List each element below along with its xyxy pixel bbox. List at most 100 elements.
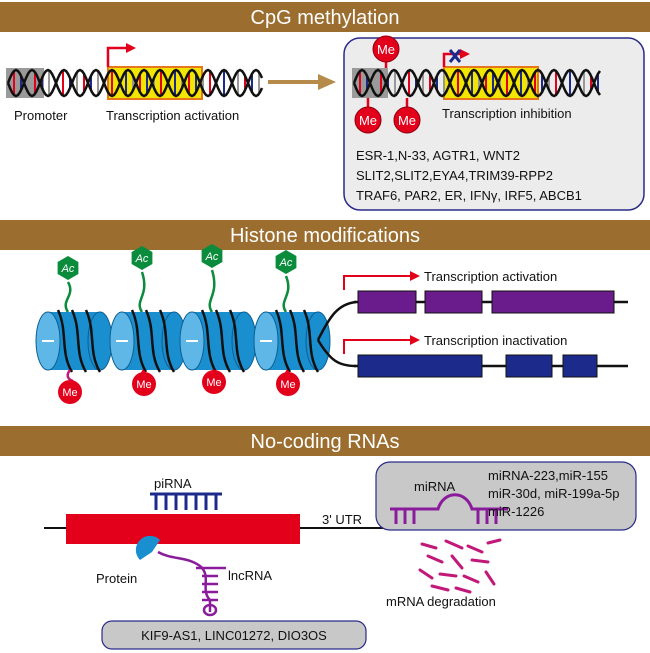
histone-activation-label: Transcription activation <box>424 269 557 284</box>
mrna-fragment <box>462 574 480 584</box>
ncrna-title: No-coding RNAs <box>251 431 400 453</box>
methyl-group-top: Me <box>372 35 400 68</box>
inactivation-arrowhead <box>410 335 420 345</box>
acetyl-group <box>131 246 153 270</box>
methyl-label: Me <box>280 379 295 391</box>
mirna-panel <box>375 461 637 531</box>
mrna-fragment <box>486 538 502 545</box>
dna-wrap <box>70 309 88 373</box>
inactivation-arrow <box>343 339 410 354</box>
acetyl-label: Ac <box>205 251 219 263</box>
active-exon-1 <box>357 290 417 314</box>
methyl-label: Me <box>398 113 416 128</box>
methylation-panel <box>343 37 645 211</box>
lncrna-structure <box>157 550 226 617</box>
inactive-exon-2 <box>505 354 553 378</box>
chromatin-branch-upper <box>316 300 357 341</box>
helix-backbone <box>352 68 602 98</box>
gene-list-line-1: ESR-1,N-33, AGTR1, WNT2 <box>356 148 520 163</box>
methyl-group <box>132 372 156 396</box>
mrna-fragment <box>470 558 490 564</box>
mrna-fragment <box>420 542 438 550</box>
mrna-fragment <box>484 570 496 586</box>
mrna-fragment <box>444 539 464 550</box>
dna-wrap <box>228 309 246 373</box>
inhibition-cross-icon <box>448 49 462 63</box>
mrna-fragment <box>438 572 458 578</box>
acetyl-group <box>275 250 297 274</box>
left-tss-arrow <box>106 46 126 67</box>
mrna-fragment <box>450 554 464 570</box>
left-dna-helix <box>6 68 264 98</box>
right-dna-strand <box>352 66 602 100</box>
pirna-comb <box>150 492 222 510</box>
transform-arrow-head <box>318 74 336 90</box>
dna-wrap <box>84 309 102 373</box>
histone-title: Histone modifications <box>230 225 420 247</box>
activation-arrowhead <box>410 271 420 281</box>
methyl-group <box>276 372 300 396</box>
acetyl-label: Ac <box>279 257 293 269</box>
mirna-hairpin <box>390 493 508 524</box>
cpg-header-band <box>0 2 650 32</box>
active-exon-2 <box>424 290 483 314</box>
helix-backbone <box>352 68 602 98</box>
acetyl-label: Ac <box>135 253 149 265</box>
histone-tail <box>138 271 146 313</box>
mirna-list-line-1: miRNA-223,miR-155 <box>488 468 608 483</box>
acetyl-label: Ac <box>61 263 75 275</box>
mrna-fragment <box>430 584 450 592</box>
histone-tail <box>282 275 290 313</box>
dna-wrap <box>288 309 306 373</box>
methyl-label: Me <box>62 387 77 399</box>
left-activation-label: Transcription activation <box>106 108 239 123</box>
gene-list-line-3: TRAF6, PAR2, ER, IFNγ, IRF5, ABCB1 <box>356 188 582 203</box>
mrna-fragments <box>418 538 502 594</box>
right-dna-helix <box>352 68 602 98</box>
protein-shape <box>135 535 160 560</box>
dna-wrap <box>200 309 218 373</box>
dna-wrap <box>158 309 176 373</box>
active-exon-3 <box>491 290 615 314</box>
mirna-label: miRNA <box>414 479 455 494</box>
lncrna-list: KIF9-AS1, LINC01272, DIO3OS <box>141 628 327 643</box>
right-tss-arrowhead <box>460 49 470 59</box>
dna-wrap <box>302 309 320 373</box>
dna-wrap <box>56 309 74 373</box>
left-tss-arrowhead <box>126 43 136 53</box>
histone-tail <box>64 281 72 313</box>
lncrna-label: lncRNA <box>228 568 272 583</box>
methyl-label: Me <box>136 379 151 391</box>
mrna-fragment <box>454 586 472 594</box>
mrna-fragment <box>418 568 434 580</box>
acetyl-group <box>57 256 79 280</box>
helix-backbone <box>6 68 264 98</box>
methyl-label: Me <box>377 42 395 57</box>
dna-wrap <box>144 309 162 373</box>
mirna-list-line-3: miR-1226 <box>488 504 544 519</box>
methyl-group-bottom-left: Me <box>354 98 382 134</box>
activation-arrow <box>343 275 410 290</box>
methyl-group <box>58 380 82 404</box>
inhibition-label: Transcription inhibition <box>442 106 572 121</box>
histone-inactivation-label: Transcription inactivation <box>424 333 567 348</box>
pirna-label: piRNA <box>154 476 192 491</box>
mirna-list-line-2: miR-30d, miR-199a-5p <box>488 486 620 501</box>
left-dna-strand <box>6 66 264 100</box>
methyl-label: Me <box>359 113 377 128</box>
protein-label: Protein <box>96 571 137 586</box>
methyl-label: Me <box>206 377 221 389</box>
methyl-group <box>202 370 226 394</box>
histone-header-band <box>0 220 650 250</box>
degradation-label: mRNA degradation <box>386 594 496 609</box>
mrna-fragment <box>466 544 484 554</box>
dna-wrap <box>130 309 148 373</box>
methyl-group-bottom-right: Me <box>393 98 421 134</box>
dna-wrap <box>274 309 292 373</box>
